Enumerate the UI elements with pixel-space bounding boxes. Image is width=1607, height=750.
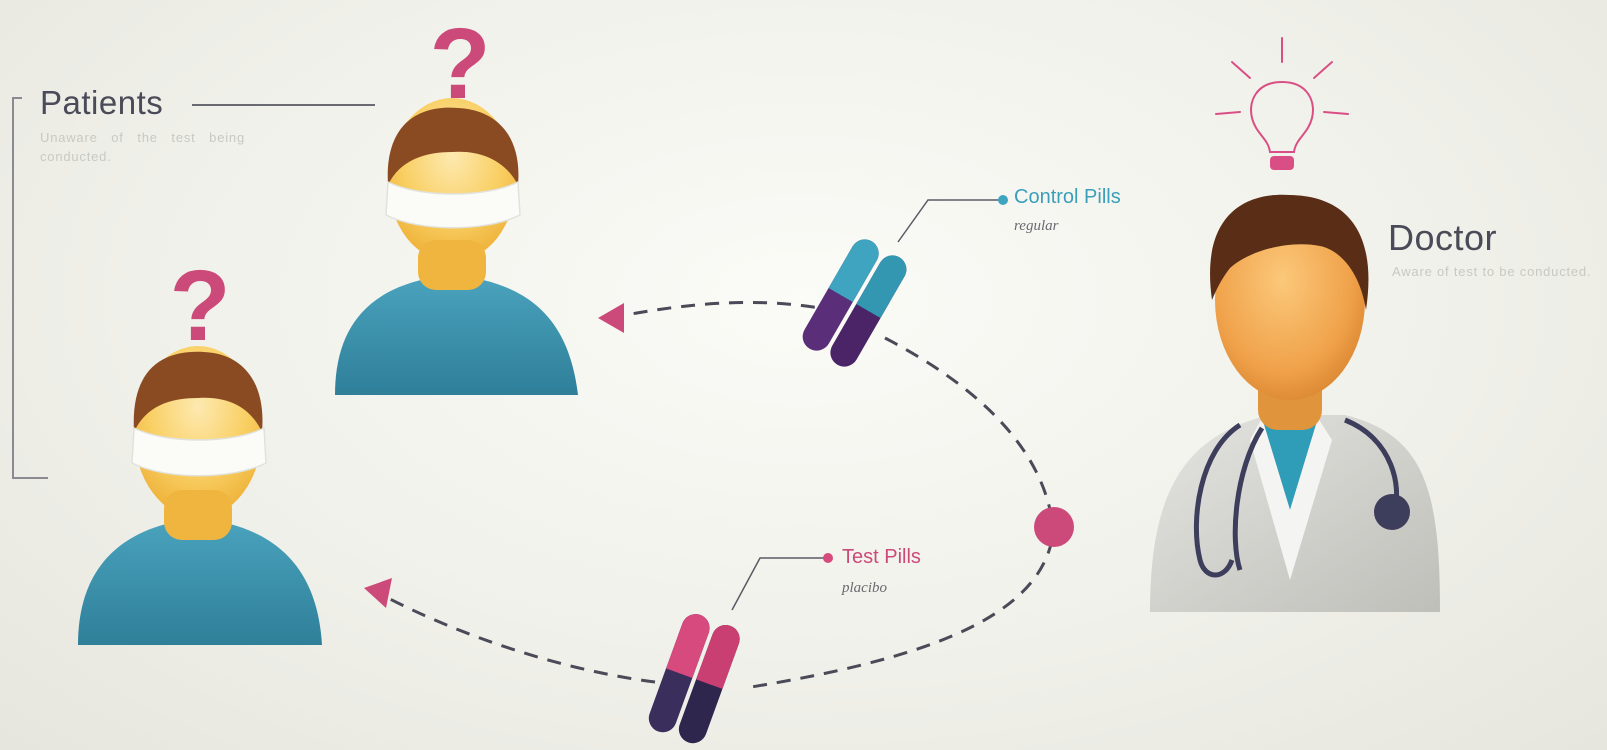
svg-text:?: ?: [169, 250, 230, 362]
patient-bottom: ?: [78, 250, 322, 645]
test-pills: [648, 553, 833, 744]
control-pills-label: Control Pills: [1014, 186, 1121, 208]
arrow-to-patient-bottom-icon: [364, 578, 392, 608]
capsule-icon: [648, 614, 740, 744]
patients-bracket: [12, 97, 375, 479]
patients-description: Unaware of the test being conducted.: [40, 130, 245, 164]
patient-top-body: [335, 275, 578, 395]
arrow-to-patient-top-icon: [598, 303, 624, 333]
doctor-description: Aware of test to be conducted.: [1392, 264, 1592, 279]
distribution-path: [364, 300, 1074, 690]
control-pills-subtitle: regular: [1014, 218, 1059, 234]
control-pills: [802, 195, 1008, 367]
patient-top: ?: [335, 8, 578, 395]
capsule-icon: [802, 239, 907, 367]
patients-title: Patients: [40, 84, 164, 121]
patient-bottom-body: [78, 518, 322, 645]
question-mark-icon: ?: [169, 250, 230, 362]
patient-bottom-hair: [133, 351, 263, 432]
doctor-hair: [1210, 194, 1369, 310]
lightbulb-icon: [1215, 37, 1349, 170]
patient-top-hair: [387, 107, 519, 185]
blindfold-icon: [385, 180, 521, 229]
doctor-title: Doctor: [1388, 217, 1498, 258]
stethoscope-icon: [1193, 417, 1410, 578]
test-pills-subtitle: placibo: [842, 580, 887, 596]
doctor-figure: [1150, 194, 1440, 612]
path-node-dot: [1034, 507, 1074, 547]
blindfold-icon: [131, 426, 267, 477]
test-pills-label: Test Pills: [842, 546, 921, 568]
